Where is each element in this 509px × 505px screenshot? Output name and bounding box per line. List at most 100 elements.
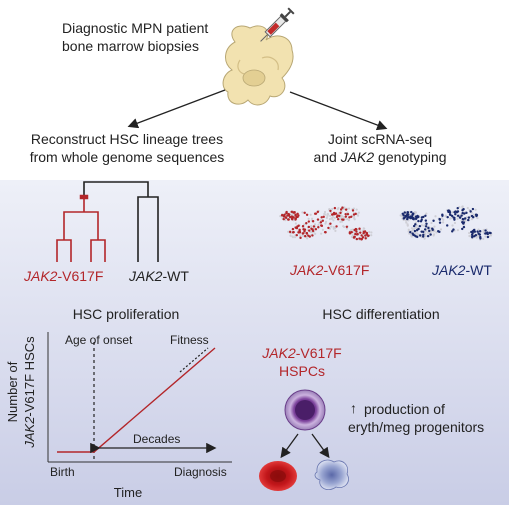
umap-genotyped-cell: [431, 228, 434, 232]
umap-background-cell: [449, 217, 452, 220]
umap-genotyped-cell: [320, 216, 323, 219]
umap-genotyped-cell: [461, 227, 464, 231]
umap-genotyped-cell: [467, 218, 470, 222]
umap-background-cell: [341, 215, 344, 218]
megakaryocyte-cell-icon: [314, 459, 349, 490]
umap-genotyped-cell: [438, 218, 442, 221]
umap-background-cell: [352, 215, 356, 218]
umap-background-cell: [306, 237, 309, 240]
umap-background-cell: [351, 234, 354, 237]
umap-genotyped-cell: [412, 216, 415, 220]
umap-genotyped-cell: [329, 222, 332, 225]
umap-genotyped-cell: [424, 219, 428, 222]
umap-background-cell: [370, 234, 373, 237]
fitness-label: Fitness: [170, 333, 209, 347]
umap-background-cell: [342, 225, 345, 228]
umap-genotyped-cell: [346, 212, 350, 216]
umap-background-cell: [406, 224, 409, 227]
umap-background-cell: [311, 217, 314, 220]
umap-genotyped-cell: [364, 237, 367, 240]
umap-genotyped-cell: [365, 231, 368, 235]
umap-genotyped-cell: [284, 216, 288, 219]
umap-background-cell: [370, 231, 373, 234]
umap-genotyped-cell: [471, 231, 474, 235]
umap-genotyped-cell: [335, 215, 339, 219]
umap-background-cell: [470, 218, 474, 221]
umap-label-mutant: JAK2-V617F: [290, 262, 370, 278]
umap-background-cell: [475, 236, 478, 239]
umap-genotyped-cell: [291, 227, 295, 231]
umap-genotyped-cell: [317, 226, 320, 229]
umap-background-cell: [444, 214, 447, 217]
umap-genotyped-cell: [451, 230, 454, 233]
umap-genotyped-cell: [460, 214, 463, 217]
umap-genotyped-cell: [407, 216, 410, 219]
umap-background-cell: [465, 216, 468, 219]
umap-background-cell: [468, 234, 471, 238]
umap-genotyped-cell: [290, 215, 294, 218]
umap-background-cell: [424, 230, 428, 233]
umap-genotyped-cell: [475, 213, 479, 217]
hspc-label-line-2: HSPCs: [279, 363, 325, 379]
umap-background-cell: [425, 212, 428, 215]
umap-genotyped-cell: [437, 230, 440, 233]
umap-genotyped-cell: [311, 234, 314, 237]
umap-background-cell: [293, 236, 297, 239]
umap-genotyped-cell: [456, 214, 460, 217]
left-heading-line-2: from whole genome sequences: [29, 149, 225, 165]
plot-y-label-line-2: JAK2-V617F HSCs: [22, 336, 37, 448]
umap-genotyped-cell: [339, 208, 343, 211]
umap-genotyped-cell: [411, 232, 414, 235]
umap-genotyped-cell: [282, 217, 285, 221]
umap-genotyped-cell: [422, 233, 425, 237]
umap-genotyped-cell: [283, 213, 286, 216]
title-line-1: Diagnostic MPN patient: [62, 20, 209, 36]
umap-genotyped-cell: [403, 211, 406, 214]
umap-genotyped-cell: [313, 212, 317, 215]
umap-background-cell: [321, 228, 324, 231]
umap-background-cell: [453, 221, 457, 225]
umap-genotyped-cell: [446, 215, 449, 219]
umap-genotyped-cell: [355, 233, 359, 236]
umap-genotyped-cell: [449, 213, 452, 217]
umap-genotyped-cell: [296, 215, 299, 219]
umap-genotyped-cell: [422, 230, 425, 234]
hspc-nucleus-icon: [295, 400, 315, 420]
umap-genotyped-cell: [414, 223, 417, 226]
umap-genotyped-cell: [322, 215, 325, 219]
umap-genotyped-cell: [296, 225, 299, 228]
umap-genotyped-cell: [412, 224, 416, 228]
umap-genotyped-cell: [423, 228, 427, 231]
umap-genotyped-cell: [285, 211, 288, 215]
umap-background-cell: [411, 228, 415, 231]
umap-genotyped-cell: [476, 230, 479, 233]
umap-genotyped-cell: [358, 237, 361, 240]
umap-background-cell: [489, 234, 493, 237]
umap-background-cell: [362, 227, 365, 230]
umap-genotyped-cell: [304, 234, 307, 238]
umap-genotyped-cell: [341, 218, 344, 221]
umap-genotyped-cell: [301, 232, 304, 235]
umap-background-cell: [307, 217, 310, 220]
umap-genotyped-cell: [489, 231, 492, 235]
umap-genotyped-cell: [327, 226, 330, 230]
arrow-to-lineage-trees: [127, 89, 226, 129]
umap-background-cell: [309, 213, 312, 216]
umap-background-cell: [333, 216, 336, 220]
umap-genotyped-cell: [332, 211, 336, 215]
umap-background-cell: [291, 235, 294, 238]
umap-background-cell: [368, 230, 371, 234]
driver-mutation-marker: [79, 194, 89, 200]
umap-genotyped-cell: [429, 233, 432, 236]
umap-background-cell: [329, 214, 332, 217]
umap-genotyped-cell: [316, 218, 320, 221]
umap-background-cell: [339, 220, 342, 223]
umap-genotyped-cell: [462, 221, 466, 224]
umap-background-cell: [329, 211, 333, 214]
umap-genotyped-cell: [350, 215, 353, 218]
birth-label: Birth: [50, 465, 75, 479]
umap-genotyped-cell: [471, 235, 474, 239]
fitness-slope-line: [179, 347, 209, 373]
umap-genotyped-cell: [453, 218, 456, 221]
umap-background-cell: [468, 231, 471, 235]
